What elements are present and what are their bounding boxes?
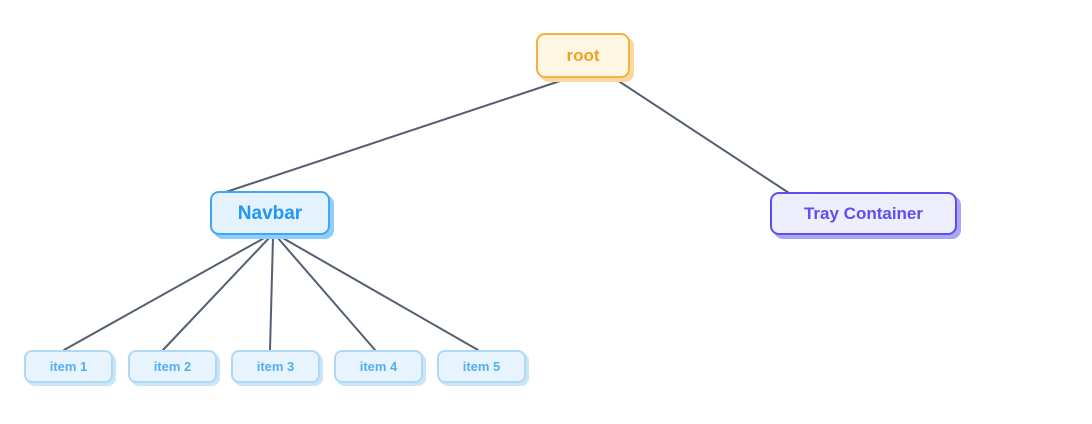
edge-navbar-item-2 xyxy=(162,236,271,351)
node-item-4[interactable]: item 4 xyxy=(334,350,423,383)
node-item-3[interactable]: item 3 xyxy=(231,350,320,383)
edge-navbar-item-1 xyxy=(63,236,267,351)
edge-root-navbar xyxy=(225,79,564,193)
node-label-item-5: item 5 xyxy=(462,359,501,374)
node-label-navbar: Navbar xyxy=(237,202,303,224)
node-label-root: root xyxy=(566,46,600,65)
node-label-tray-container: Tray Container xyxy=(803,204,924,223)
node-label-item-2: item 2 xyxy=(153,359,192,374)
node-navbar[interactable]: Navbar xyxy=(210,191,330,235)
node-item-2[interactable]: item 2 xyxy=(128,350,217,383)
node-tray-container[interactable]: Tray Container xyxy=(770,192,957,235)
node-label-item-1: item 1 xyxy=(49,359,88,374)
edge-root-tray-container xyxy=(616,79,790,194)
node-item-5[interactable]: item 5 xyxy=(437,350,526,383)
node-root[interactable]: root xyxy=(536,33,630,78)
edge-navbar-item-5 xyxy=(280,236,479,351)
edge-navbar-item-3 xyxy=(269,236,274,351)
edge-navbar-item-4 xyxy=(276,236,376,351)
node-label-item-3: item 3 xyxy=(256,359,295,374)
node-item-1[interactable]: item 1 xyxy=(24,350,113,383)
node-label-item-4: item 4 xyxy=(359,359,398,374)
